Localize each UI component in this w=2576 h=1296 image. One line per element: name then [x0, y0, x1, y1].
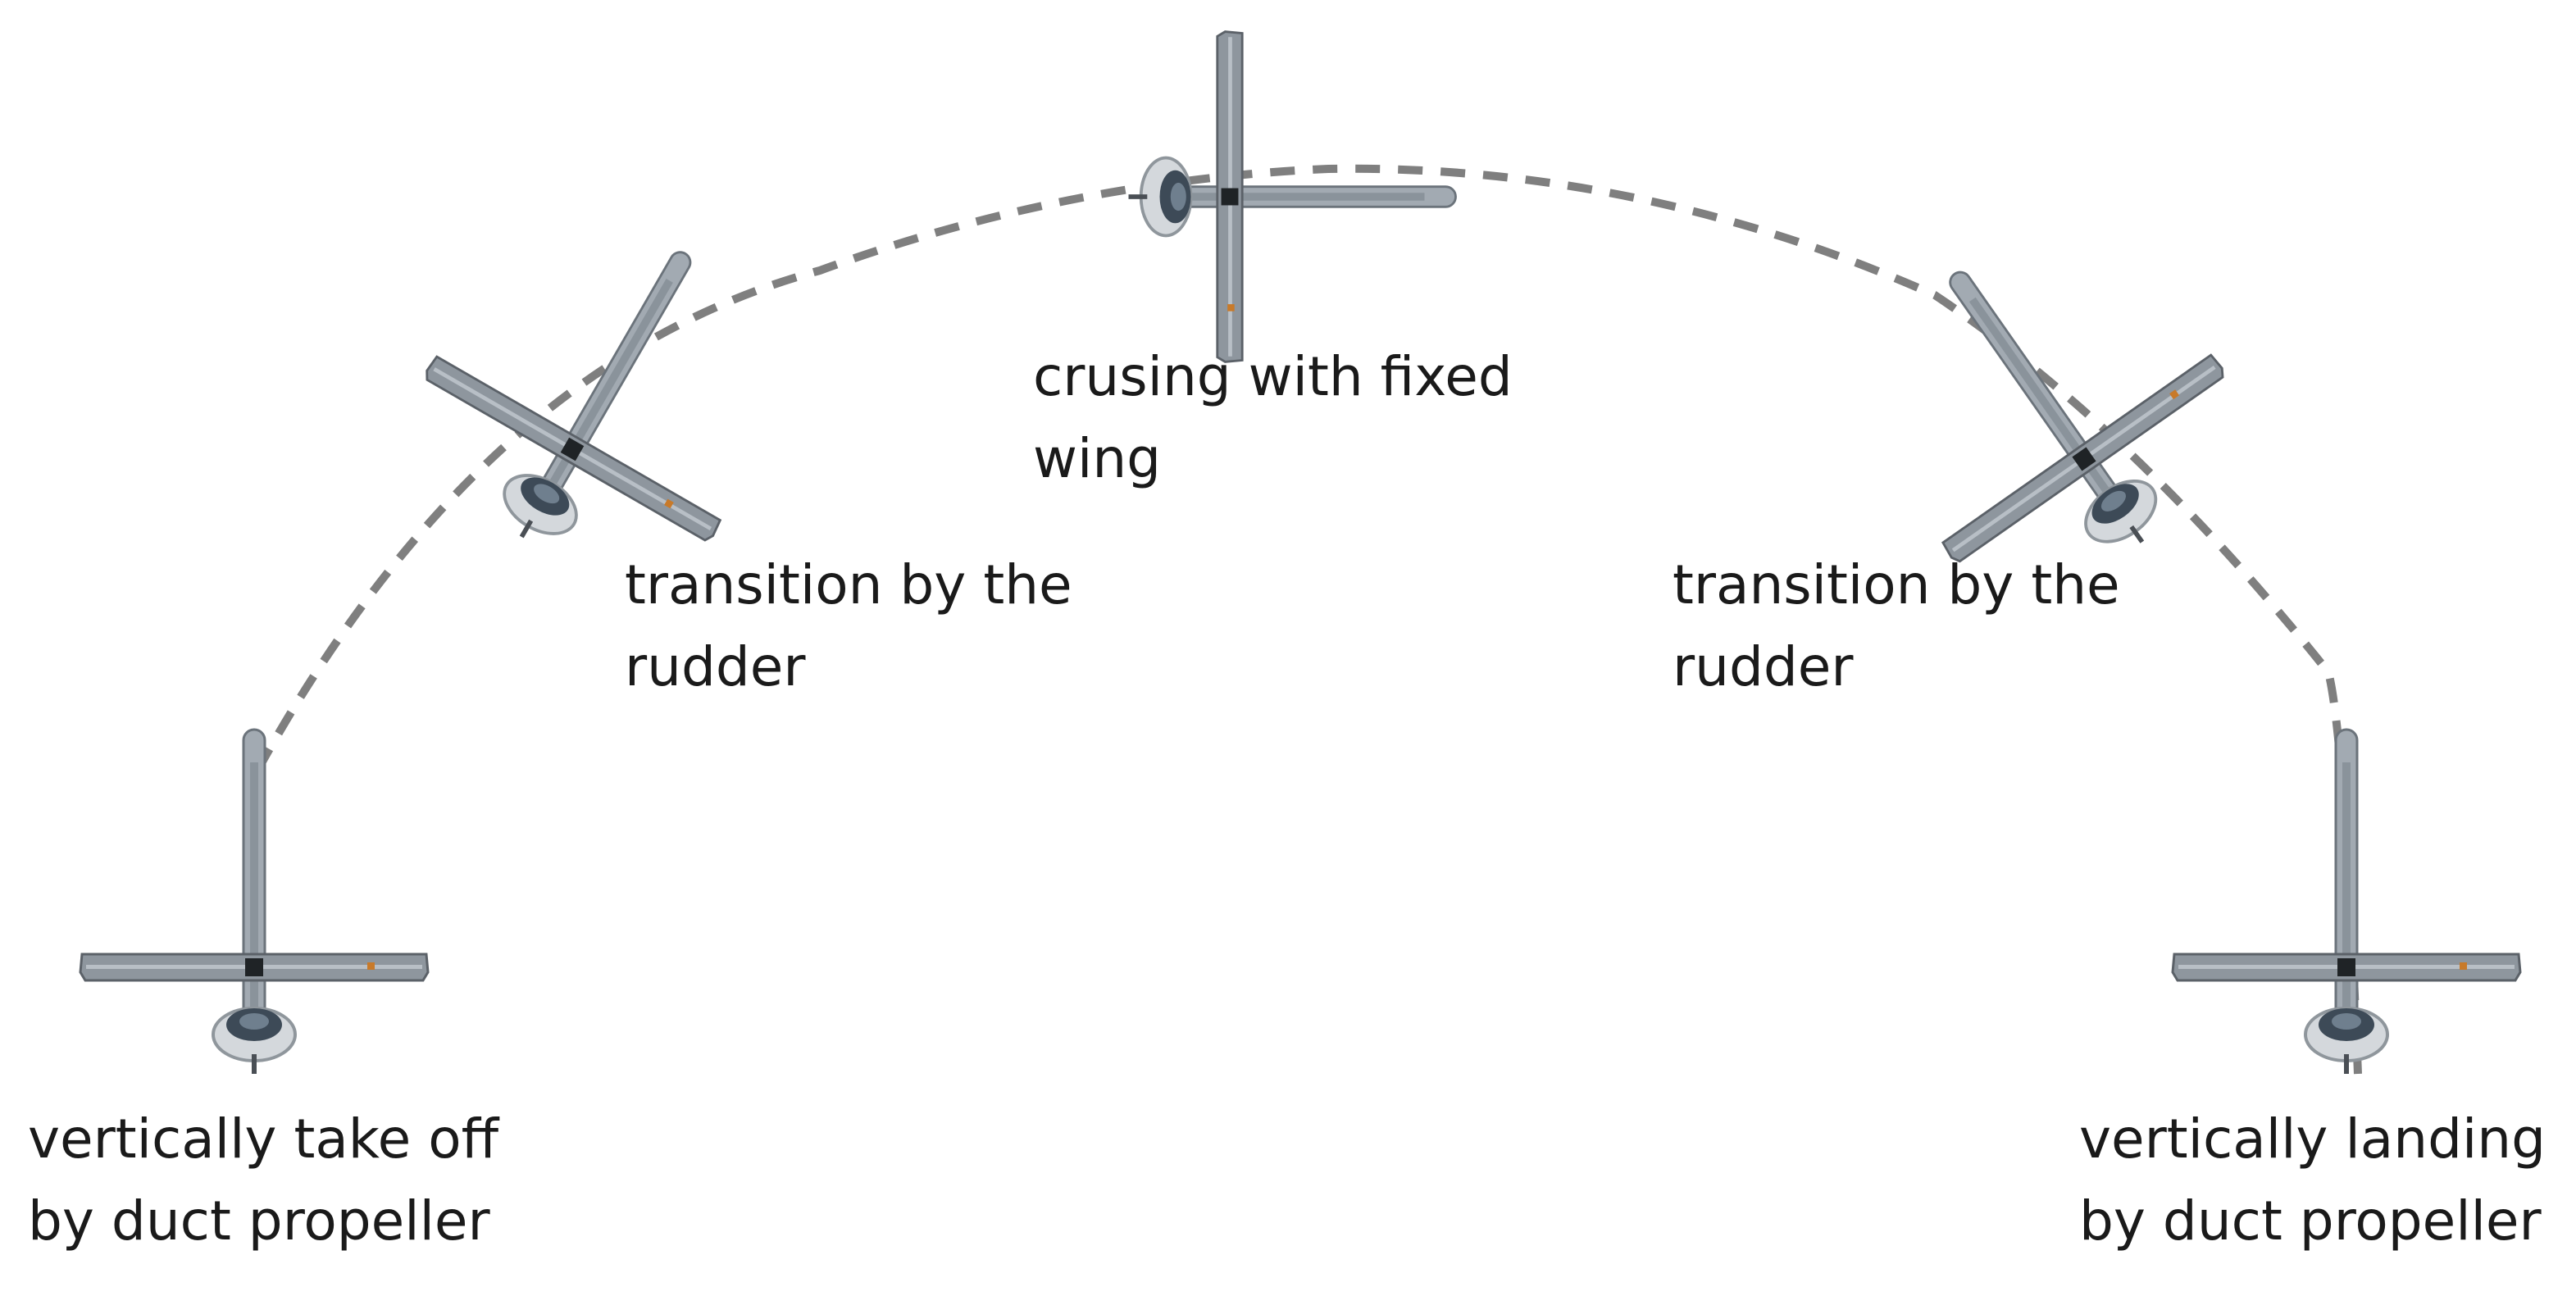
flight-path-line: [253, 164, 2362, 1075]
uav-landing: [2171, 728, 2522, 1075]
caption-vertical-landing: vertically landing by duct propeller: [2079, 1107, 2546, 1253]
caption-transition-right: transition by the rudder: [1673, 553, 2120, 698]
uav-cruise: [1126, 30, 1458, 364]
caption-vertical-takeoff: vertically take off by duct propeller: [28, 1107, 499, 1253]
caption-transition-left: transition by the rudder: [625, 553, 1072, 698]
uav-takeoff: [79, 728, 430, 1075]
caption-cruise: crusing with fixed wing: [1033, 345, 1513, 490]
